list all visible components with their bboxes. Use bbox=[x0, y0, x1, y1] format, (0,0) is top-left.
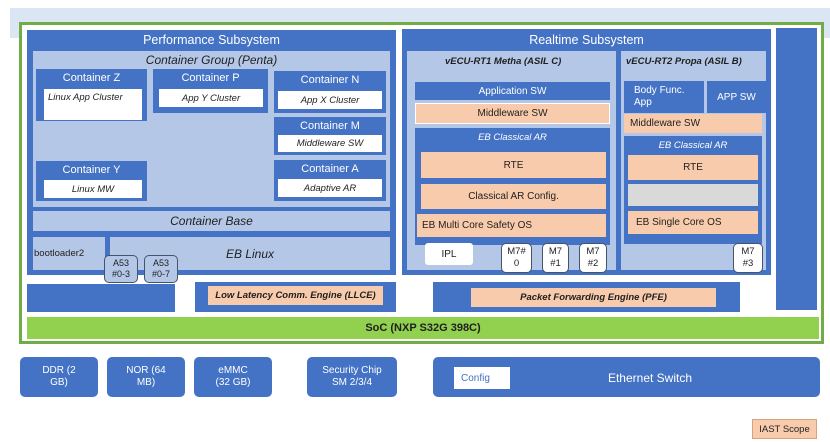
soc-bar: SoC (NXP S32G 398C) bbox=[27, 317, 819, 339]
vecu-rt1-title: vECU-RT1 Metha (ASIL C) bbox=[445, 56, 562, 67]
m7-core-2: M7 #2 bbox=[579, 243, 607, 273]
container-z-label: Linux App Cluster bbox=[44, 89, 142, 120]
container-base: Container Base bbox=[33, 211, 390, 231]
llce-label: Low Latency Comm. Engine (LLCE) bbox=[208, 286, 383, 305]
rt1-classical-ar-config: Classical AR Config. bbox=[421, 184, 606, 209]
rt2-eb-classical-ar-title: EB Classical AR bbox=[658, 139, 728, 151]
rt2-empty-layer bbox=[628, 184, 758, 206]
ethernet-switch-label: Ethernet Switch bbox=[607, 371, 693, 385]
pfe-label: Packet Forwarding Engine (PFE) bbox=[471, 288, 716, 307]
rt2-app-sw: APP SW bbox=[707, 81, 766, 113]
container-m-title: Container M bbox=[300, 119, 360, 132]
container-n-title: Container N bbox=[300, 74, 360, 86]
a53-chip-2: A53 #0-7 bbox=[144, 255, 178, 283]
container-a-title: Container A bbox=[301, 162, 359, 175]
rt2-single-core-os: EB Single Core OS bbox=[628, 211, 758, 234]
rt1-rte: RTE bbox=[421, 152, 606, 178]
emmc-block: eMMC (32 GB) bbox=[194, 357, 272, 397]
m7-core-0: M7# 0 bbox=[501, 243, 532, 273]
rt1-application-sw: Application SW bbox=[415, 82, 610, 100]
container-a-label: Adaptive AR bbox=[278, 179, 382, 197]
rt2-body-func-app: Body Func. App bbox=[624, 81, 704, 113]
config-box: Config bbox=[454, 367, 510, 389]
m7-core-3: M7 #3 bbox=[733, 243, 763, 273]
rt1-eb-classical-ar-title: EB Classical AR bbox=[478, 131, 547, 143]
container-group-title: Container Group (Penta) bbox=[145, 52, 278, 67]
rt1-multi-core-os: EB Multi Core Safety OS bbox=[417, 214, 606, 237]
container-z-title: Container Z bbox=[62, 72, 121, 84]
ddr-block: DDR (2 GB) bbox=[20, 357, 98, 397]
left-engine-block bbox=[27, 284, 175, 312]
bootloader: bootloader2 bbox=[33, 237, 105, 270]
m7-core-1: M7 #1 bbox=[542, 243, 569, 273]
a53-chip-1: A53 #0-3 bbox=[104, 255, 138, 283]
rt2-rte: RTE bbox=[628, 155, 758, 180]
nor-block: NOR (64 MB) bbox=[107, 357, 185, 397]
legend-iast-scope: IAST Scope bbox=[752, 419, 817, 439]
rt1-middleware-sw: Middleware SW bbox=[415, 103, 610, 124]
vecu-rt2-title: vECU-RT2 Propa (ASIL B) bbox=[626, 56, 742, 67]
container-p-label: App Y Cluster bbox=[159, 89, 263, 107]
rt1-ipl: IPL bbox=[425, 243, 473, 265]
performance-subsystem-title: Performance Subsystem bbox=[143, 33, 280, 47]
side-block bbox=[776, 28, 817, 310]
container-m-label: Middleware SW bbox=[278, 135, 382, 152]
rt2-middleware-sw: Middleware SW bbox=[624, 114, 762, 133]
container-p-title: Container P bbox=[181, 72, 240, 84]
container-n-label: App X Cluster bbox=[278, 91, 382, 109]
container-y-title: Container Y bbox=[62, 163, 121, 176]
security-chip-block: Security Chip SM 2/3/4 bbox=[307, 357, 397, 397]
realtime-subsystem-title: Realtime Subsystem bbox=[529, 33, 644, 47]
container-y-label: Linux MW bbox=[44, 180, 142, 198]
